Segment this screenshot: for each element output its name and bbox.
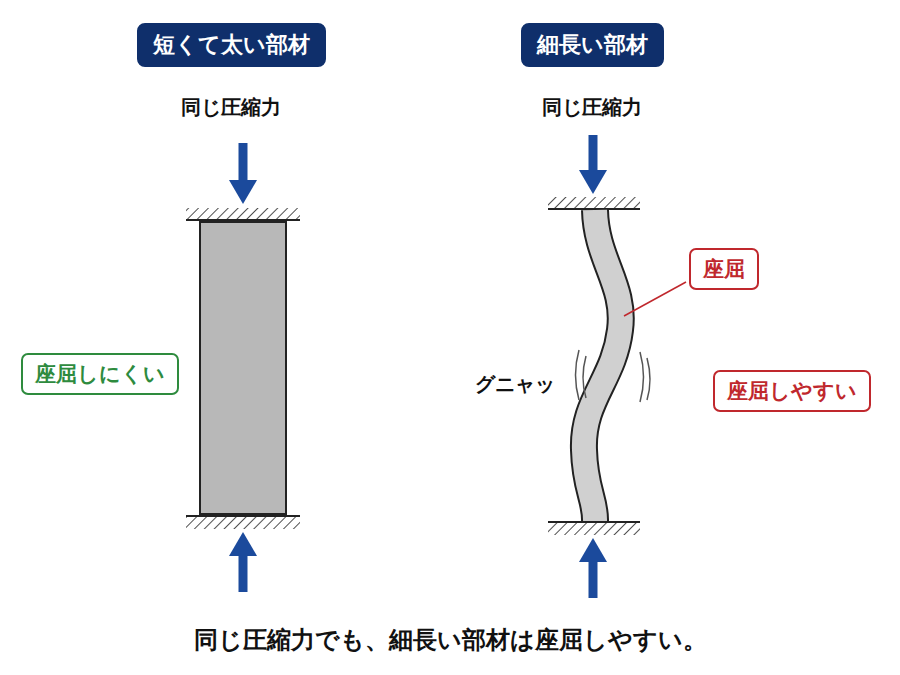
node-text: 座屈 — [703, 255, 745, 283]
node-text: 座屈しにくい — [35, 360, 165, 388]
header-box: 細長い部材 — [521, 23, 664, 67]
result-box: 座屈しやすい — [713, 370, 871, 412]
caption: 同じ圧縮力でも、細長い部材は座屈しやすい。 — [194, 624, 707, 656]
short-thick-member — [186, 143, 300, 592]
result-box: 座屈しにくい — [21, 353, 179, 395]
node-text: 短くて太い部材 — [153, 30, 310, 60]
callout-box: 座屈 — [689, 248, 759, 290]
node-text: 細長い部材 — [537, 30, 648, 60]
sound-effect: グニャッ — [475, 371, 555, 398]
node-text: 座屈しやすい — [727, 377, 857, 405]
slender-member — [548, 135, 686, 598]
load-label: 同じ圧縮力 — [181, 94, 281, 121]
load-label: 同じ圧縮力 — [542, 94, 642, 121]
header-box: 短くて太い部材 — [137, 23, 326, 67]
